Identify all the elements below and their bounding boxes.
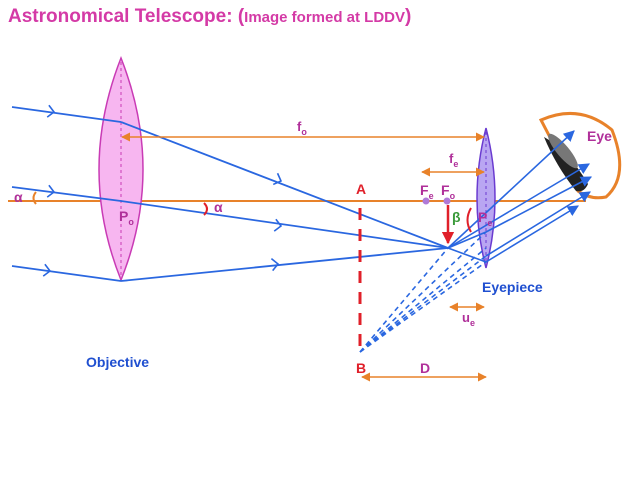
fe-focal-point: [422, 197, 430, 205]
virtual-ray-extensions: [359, 231, 487, 353]
eyepiece-label: Eyepiece: [482, 279, 543, 295]
alpha-right-arc: [203, 202, 208, 216]
alpha-left-label: α: [14, 189, 23, 205]
refracted-rays: [120, 121, 449, 282]
incoming-ray-middle: [11, 186, 122, 202]
fe-point-label: Fe: [420, 182, 434, 201]
refracted-ray-bottom: [120, 247, 449, 282]
fo-point-label: Fo: [441, 182, 456, 201]
alpha-left-arc: [32, 191, 37, 205]
d-label: D: [420, 360, 430, 376]
refracted-ray-top: [120, 121, 449, 249]
objective-label: Objective: [86, 354, 149, 370]
title-main: Astronomical Telescope: (: [8, 6, 245, 27]
fe-distance-label: fe: [449, 151, 458, 169]
point-a-label: A: [356, 181, 366, 197]
po-label: Po: [119, 208, 134, 227]
beta-label: β: [452, 209, 461, 225]
beta-arc: [466, 207, 472, 233]
incoming-ray-bottom: [11, 265, 122, 282]
incoming-ray-top: [11, 106, 122, 123]
incoming-rays: [11, 104, 122, 282]
fo-focal-point: [443, 197, 451, 205]
eye-label: Eye: [587, 128, 612, 144]
fo-distance-label: fo: [297, 119, 307, 137]
pe-label: Pe: [478, 209, 492, 228]
point-b-label: B: [356, 360, 366, 376]
refracted-ray-middle: [120, 200, 449, 249]
title-close: ): [405, 6, 412, 27]
page-title: Astronomical Telescope: (Image formed at…: [8, 6, 411, 28]
objective-lens: [98, 55, 144, 283]
alpha-right-label: α: [214, 199, 223, 215]
ue-label: ue: [462, 310, 475, 328]
title-detail: Image formed at LDDV: [244, 9, 406, 26]
